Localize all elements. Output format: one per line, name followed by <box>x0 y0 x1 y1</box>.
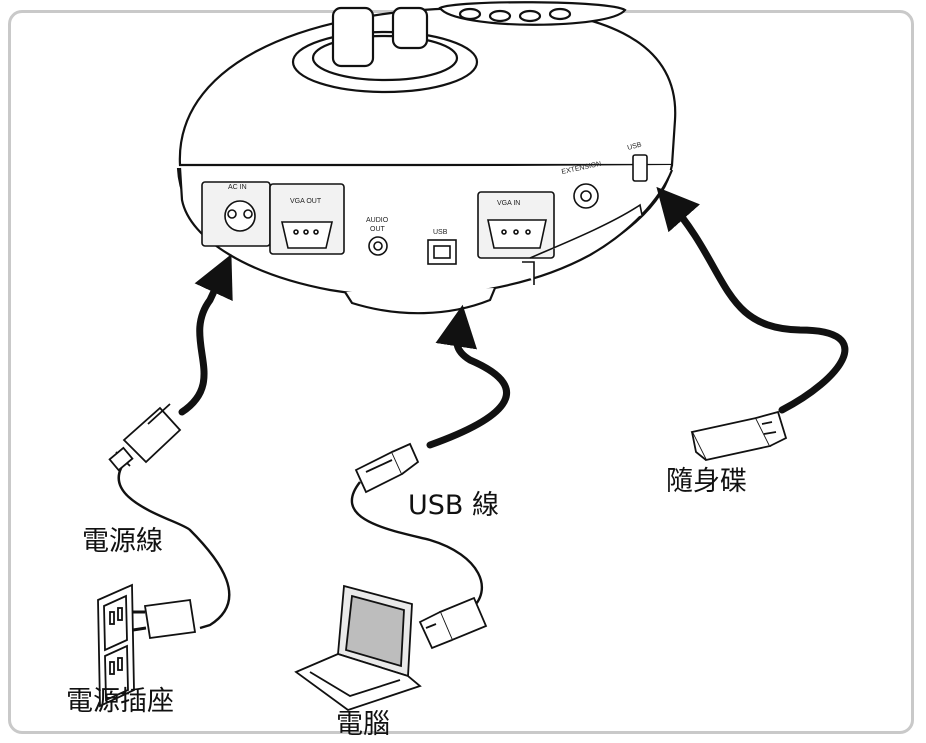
usb-a-port: USB <box>627 141 648 182</box>
audio-out-label-line1: AUDIO <box>366 217 389 224</box>
usb-cable <box>350 442 488 650</box>
vga-in-label: VGA IN <box>497 200 520 207</box>
vga-out-label: VGA OUT <box>290 198 322 205</box>
wall-plug <box>132 598 197 640</box>
vga-in-port: VGA IN <box>477 191 555 259</box>
computer-label: 電腦 <box>336 709 390 740</box>
ac-in-port: AC IN <box>201 181 271 247</box>
usb-arrow <box>426 304 510 449</box>
flash-drive-arrow <box>656 186 849 414</box>
usb-cable-label: USB 線 <box>408 490 500 521</box>
power-cord <box>108 403 231 640</box>
usb-a-label: USB <box>627 141 643 152</box>
iec-plug <box>108 403 182 472</box>
flash-drive-label: 隨身碟 <box>666 466 747 497</box>
usb-b-plug <box>354 442 420 494</box>
power-cord-label: 電源線 <box>82 526 163 557</box>
audio-out-port: AUDIO OUT <box>366 217 389 256</box>
usb-a-plug <box>418 596 488 650</box>
connection-arrows <box>178 186 849 449</box>
port-panel: AC IN VGA OUT AUDIO OUT USB VGA IN <box>201 141 648 285</box>
vga-out-port: VGA OUT <box>269 183 345 255</box>
wall-outlet <box>97 583 135 708</box>
audio-out-label-line2: OUT <box>370 226 386 233</box>
power-arrow <box>178 254 233 416</box>
power-outlet-label: 電源插座 <box>66 686 174 717</box>
document-camera <box>176 1 677 315</box>
ac-in-label: AC IN <box>228 184 247 191</box>
flash-drive <box>690 410 788 462</box>
laptop <box>294 584 422 712</box>
usb-b-label: USB <box>433 229 448 236</box>
usb-b-port: USB <box>427 229 457 265</box>
